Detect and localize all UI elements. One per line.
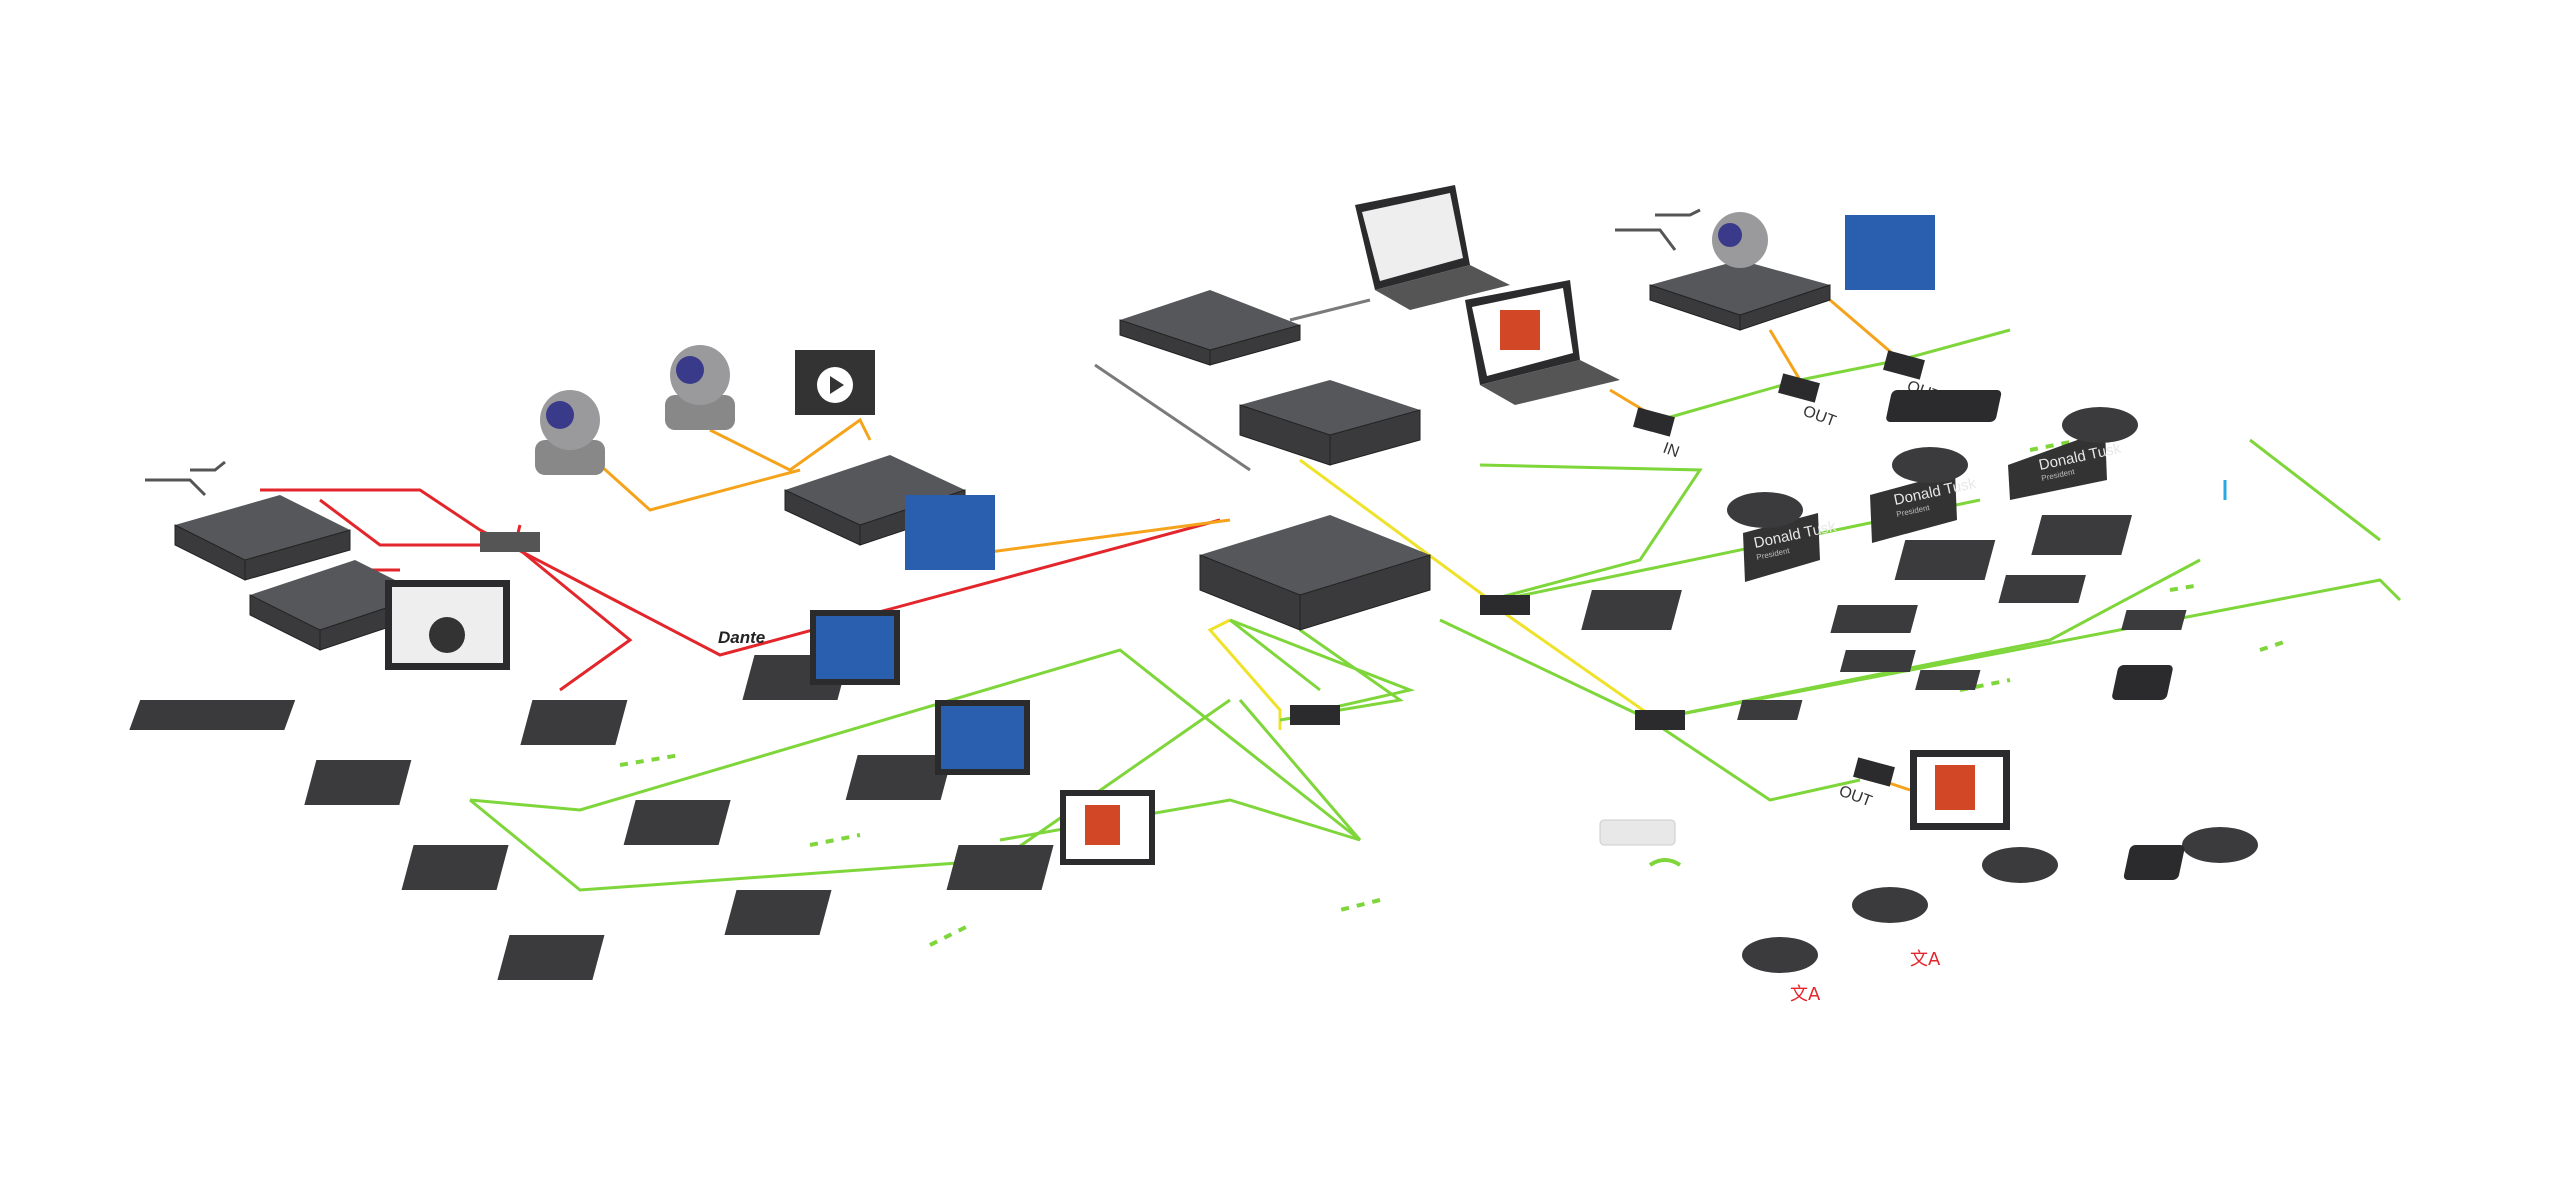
video-thumbnail — [905, 495, 995, 570]
red-dante-link — [519, 548, 633, 692]
converter-out-label: OUT — [1837, 783, 1875, 811]
orange-video-link — [598, 463, 801, 512]
orange-video-link — [1829, 298, 1901, 362]
converter-out: OUT — [1778, 373, 1838, 430]
green-conference-link — [1659, 328, 2011, 422]
rack-unit — [1239, 380, 1421, 466]
tablet — [1886, 390, 2185, 880]
small-switch — [480, 532, 540, 552]
green-conference-link — [469, 698, 1231, 892]
network-switch — [249, 560, 426, 651]
monitor — [810, 610, 1155, 865]
yellow-control-link — [1499, 608, 1651, 717]
svg-text:文A: 文A — [1790, 984, 1821, 1005]
gray-link — [1094, 363, 1251, 472]
ptz-camera — [665, 345, 735, 430]
arrows-icon — [1615, 208, 1701, 251]
green-conference-link — [1229, 618, 1416, 717]
green-conference-link — [1649, 578, 2402, 722]
green-conference-link — [1649, 718, 1861, 802]
video-thumbnail — [1845, 215, 1935, 290]
network-links — [260, 298, 2402, 892]
network-server — [1119, 290, 1301, 366]
ptz-camera — [535, 390, 605, 475]
green-conference-link — [2249, 438, 2381, 542]
dashed-links — [619, 438, 2291, 947]
gray-link — [1289, 298, 1371, 322]
arrows-icon — [145, 460, 226, 497]
media-player-icon — [795, 350, 875, 415]
delegate-units-right — [1581, 407, 2258, 973]
dante-label: Dante — [718, 628, 765, 647]
green-conference-link — [1229, 618, 1321, 692]
orange-video-link — [709, 417, 872, 472]
green-conference-link — [1238, 699, 1362, 841]
green-conference-link — [1439, 558, 2201, 722]
interpretation-icon: 文A 文A — [1790, 949, 1941, 1005]
wireless-access-point — [1599, 819, 1682, 867]
camera-encoder — [1649, 212, 1831, 331]
laptop — [1355, 185, 1510, 310]
central-control-unit — [1199, 515, 1431, 631]
network-switch — [174, 495, 351, 581]
svg-text:文A: 文A — [1910, 949, 1941, 970]
pc-workstation — [129, 580, 510, 730]
laptop-presentation — [1465, 280, 1620, 405]
converter-in: IN — [1633, 407, 1681, 461]
converter-in-label: IN — [1661, 440, 1682, 461]
presentation-monitor — [1910, 750, 2010, 830]
green-conference-link — [469, 648, 1361, 842]
dante-logo: Dante — [718, 628, 765, 647]
converter-out-label: OUT — [1801, 403, 1839, 431]
yellow-control-link — [1299, 458, 1491, 602]
orange-video-link — [1768, 329, 1802, 381]
converter-out: OUT — [1837, 757, 1895, 810]
delegate-units-left — [304, 655, 1054, 980]
green-conference-link — [1479, 463, 1703, 602]
switch-box — [1290, 595, 1685, 730]
